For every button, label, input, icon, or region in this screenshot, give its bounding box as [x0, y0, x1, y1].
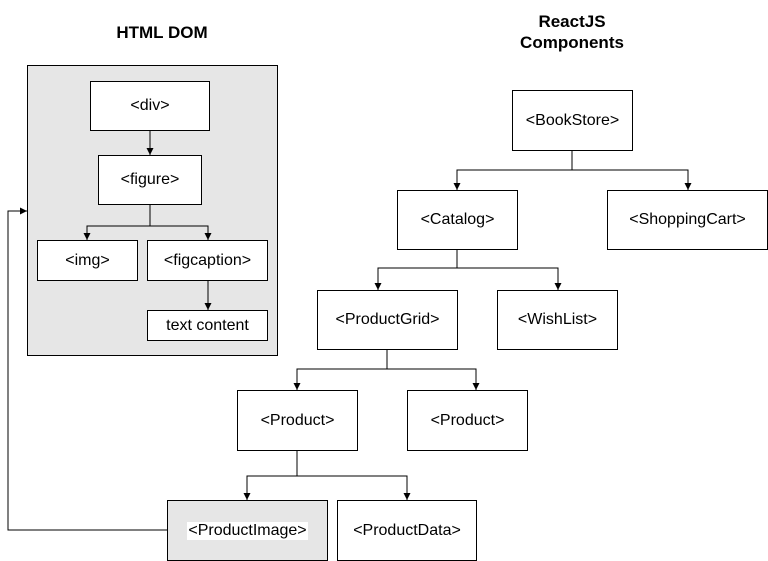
edge-catalog-productgrid: [374, 250, 458, 290]
node-catalog: <Catalog>: [397, 190, 518, 250]
node-figure: <figure>: [98, 155, 202, 205]
edge-bookstore-catalog: [453, 151, 573, 190]
react-components-title: ReactJS Components: [492, 11, 652, 53]
edge-productgrid-product1: [293, 350, 388, 390]
edge-product-productimage: [243, 451, 298, 500]
react-title-line-2: Components: [520, 33, 624, 52]
node-product-1: <Product>: [237, 390, 358, 451]
node-shopping-cart: <ShoppingCart>: [607, 190, 768, 250]
html-dom-title: HTML DOM: [116, 23, 208, 42]
node-div: <div>: [90, 81, 210, 131]
node-figcaption: <figcaption>: [147, 240, 268, 281]
node-wish-list: <WishList>: [497, 290, 618, 350]
node-img: <img>: [37, 240, 138, 281]
node-text-content: text content: [147, 310, 268, 341]
node-bookstore: <BookStore>: [512, 90, 633, 151]
product-image-label: <ProductImage>: [187, 521, 308, 540]
edge-catalog-wishlist: [457, 267, 562, 290]
react-title-line-1: ReactJS: [538, 12, 606, 31]
edge-figure-img: [83, 205, 151, 240]
node-product-image: <ProductImage>: [167, 500, 328, 561]
edge-product-productdata: [297, 475, 411, 500]
node-product-grid: <ProductGrid>: [317, 290, 458, 350]
edge-bookstore-shoppingcart: [572, 169, 692, 190]
edge-figure-figcaption: [150, 225, 212, 240]
edge-productgrid-product2: [387, 368, 480, 390]
node-product-2: <Product>: [407, 390, 528, 451]
edge-productimage-htmldom: [7, 207, 167, 531]
node-product-data: <ProductData>: [337, 500, 477, 561]
